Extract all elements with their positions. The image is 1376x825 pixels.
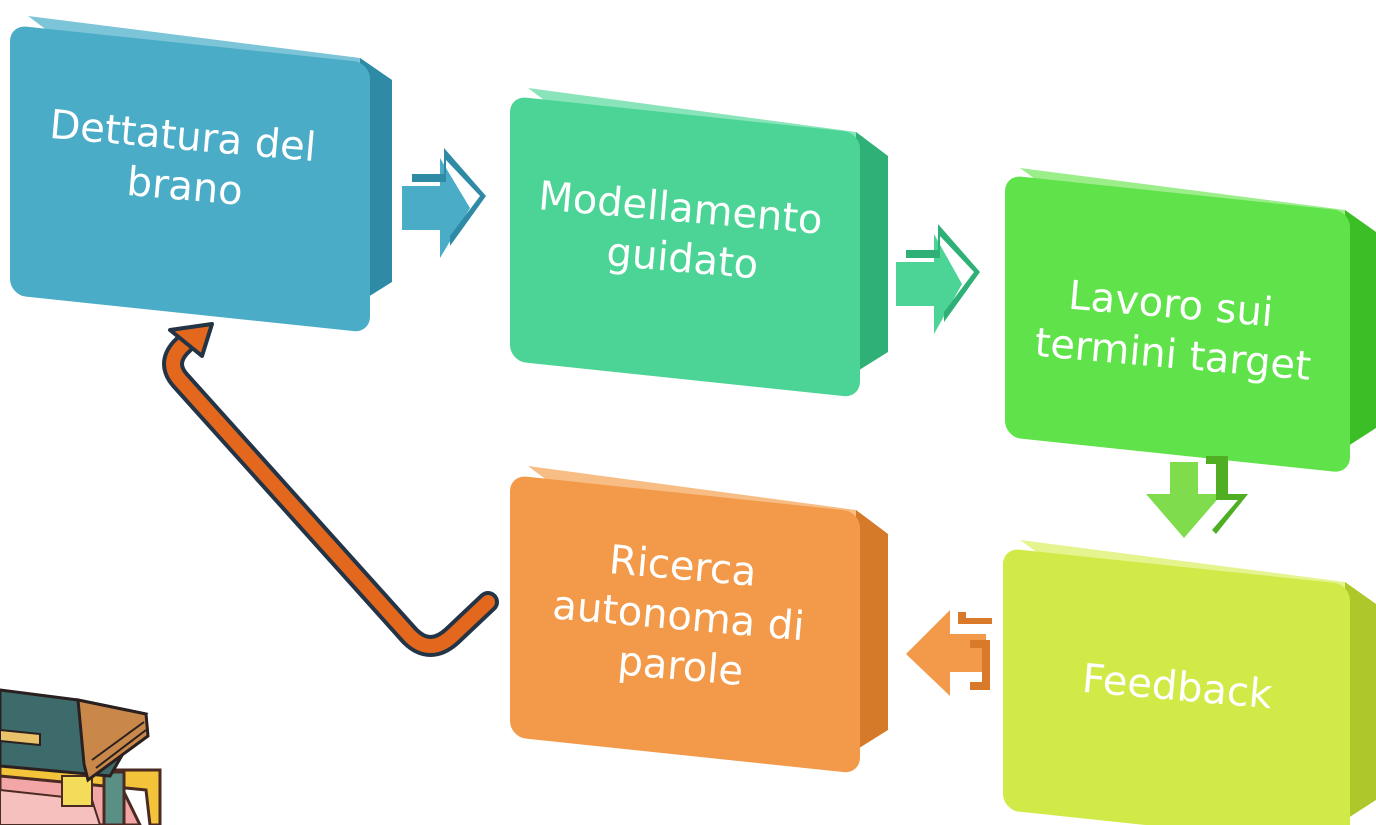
flow-arrow-2 [896,224,980,334]
books-icon [0,688,162,825]
step-box-modellamento: Modellamento guidato [510,88,888,397]
step-box-ricerca: Ricerca autonoma di parole [510,466,888,773]
flow-arrow-3 [1146,456,1248,538]
step-box-lavoro: Lavoro sui termini target [1005,168,1376,472]
loop-arrow [162,322,499,657]
flow-arrow-4 [906,610,992,696]
step-box-dettatura: Dettatura del brano [10,16,392,332]
step-box-feedback: Feedback [1003,540,1376,825]
flow-arrow-1 [402,148,486,258]
step-label-line: parole [616,638,745,695]
step-label-line: brano [125,159,245,215]
